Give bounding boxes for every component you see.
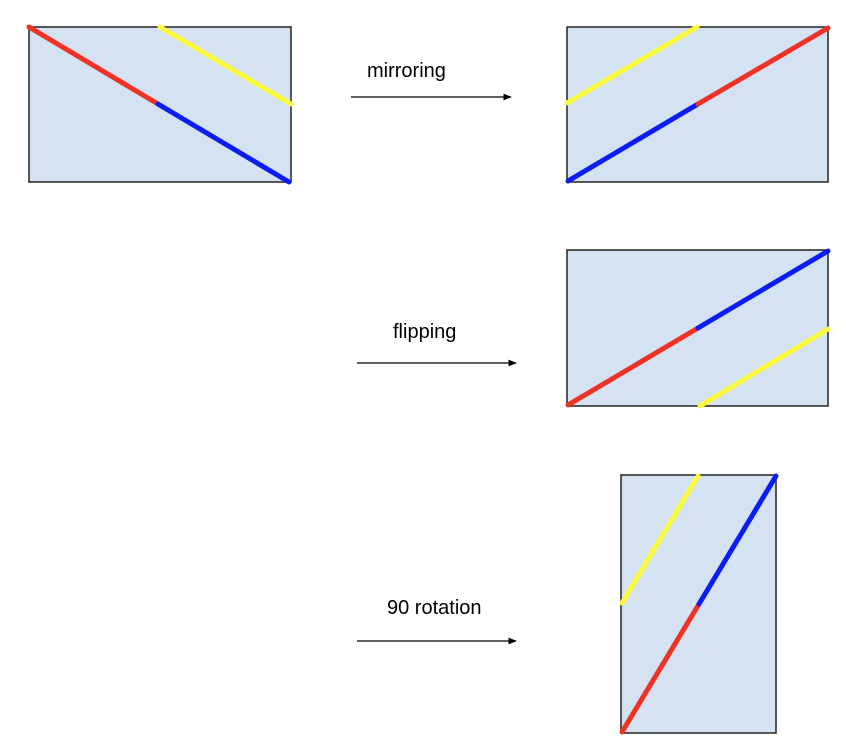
mirroring-arrow-group: mirroring — [351, 60, 512, 101]
original-blue-line — [155, 101, 292, 185]
flipped-panel — [565, 248, 831, 409]
rotated-panel — [619, 473, 779, 735]
rotated-blue-line — [696, 473, 779, 607]
flipped-yellow-line — [697, 326, 831, 409]
flipped-blue-line — [695, 248, 831, 331]
mirrored-red-line — [695, 25, 831, 107]
mirroring-label: mirroring — [367, 60, 446, 82]
mirrored-panel — [564, 24, 831, 184]
original-panel — [26, 24, 294, 185]
rotation-label: 90 rotation — [387, 597, 482, 619]
flipping-label: flipping — [393, 321, 456, 343]
flipped-red-line — [565, 325, 701, 408]
rotated-red-line — [619, 601, 702, 735]
original-red-line — [26, 24, 161, 107]
original-yellow-line — [157, 24, 294, 107]
flipping-arrow-group: flipping — [357, 321, 517, 367]
mirrored-yellow-line — [564, 24, 700, 106]
rotated-yellow-line — [619, 473, 701, 606]
rotation-arrow-group: 90 rotation — [357, 597, 517, 645]
mirrored-blue-line — [565, 101, 701, 184]
